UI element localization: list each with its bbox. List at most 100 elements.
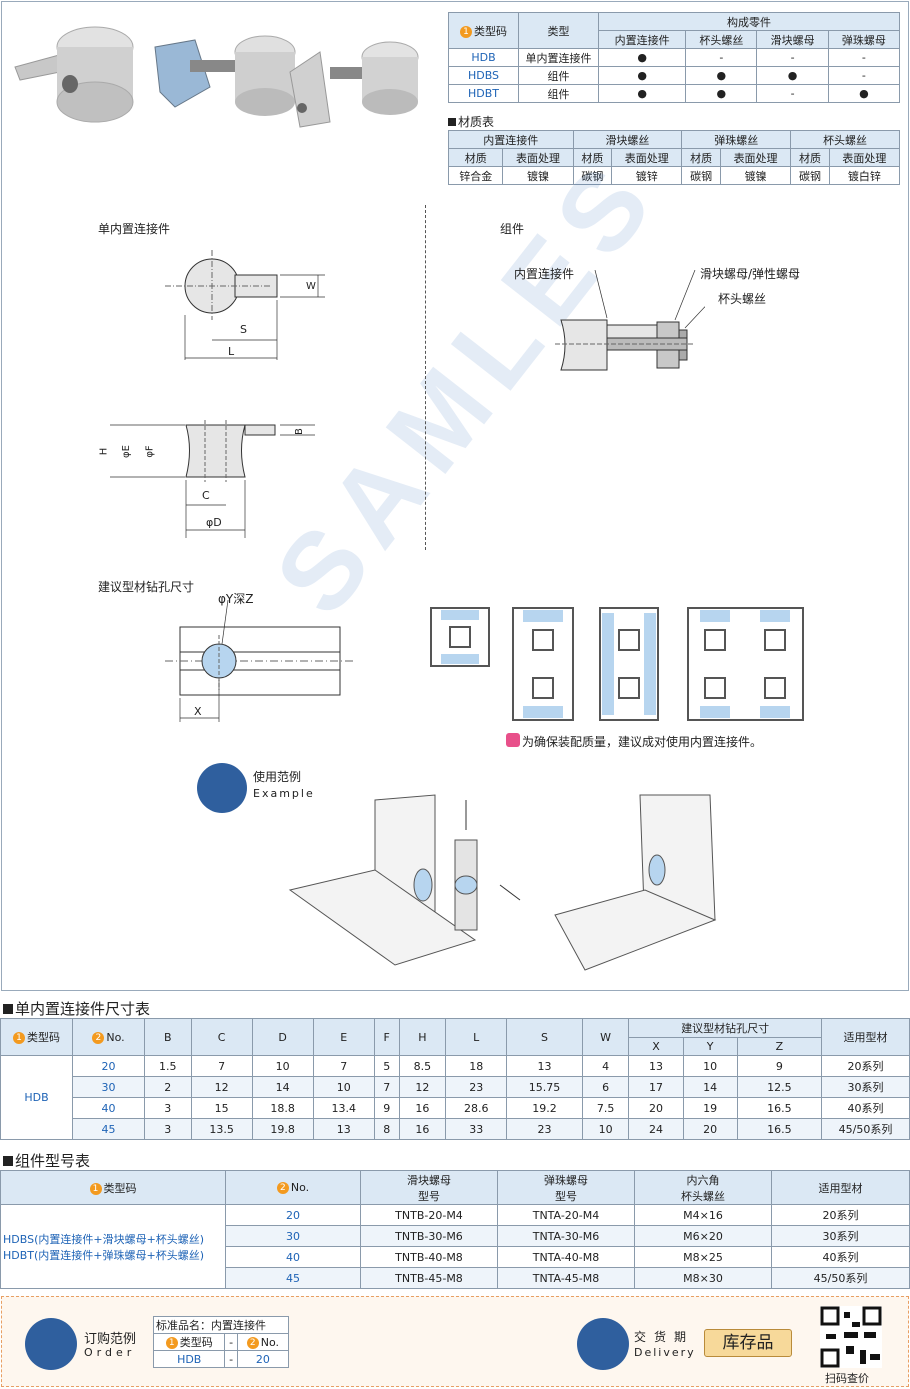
- type-header: 类型: [518, 12, 599, 49]
- top-view-drawing: [165, 250, 325, 360]
- drill-cell: 16.5: [736, 1097, 823, 1119]
- qr-code-icon: [820, 1306, 882, 1368]
- material-cell: 锌合金: [447, 166, 504, 185]
- ball-nut-cell: TNTA-20-M4: [497, 1204, 635, 1226]
- value-cell: 13.5: [190, 1118, 253, 1140]
- drill-col-header: X: [628, 1037, 684, 1056]
- value-cell: 3: [144, 1097, 192, 1119]
- no-cell: 20: [225, 1204, 361, 1226]
- profile-cell: 30系列: [821, 1076, 910, 1098]
- component-cell: ●: [756, 66, 829, 85]
- order-dash: -: [224, 1333, 238, 1351]
- value-cell: 1.5: [144, 1055, 192, 1077]
- order-no: 20: [236, 1350, 290, 1368]
- profile-40: [599, 607, 659, 721]
- table-row: HDBS(内置连接件+滑块螺母+杯头螺丝)HDBT(内置连接件+弹珠螺母+杯头螺…: [0, 1204, 910, 1289]
- nut-cell: TNTB-45-M8: [360, 1267, 498, 1289]
- material-sub-header: 表面处理: [611, 148, 683, 167]
- type-code-cell: HDBS(内置连接件+滑块螺母+杯头螺丝)HDBT(内置连接件+弹珠螺母+杯头螺…: [0, 1204, 226, 1289]
- drill-hole-label: φY深Z: [218, 592, 254, 606]
- delivery-icon: [577, 1318, 629, 1370]
- component-cell: -: [756, 84, 829, 103]
- profile-cell: 20系列: [771, 1204, 910, 1226]
- component-cell: ●: [597, 48, 687, 67]
- profile-header: 适用型材: [821, 1018, 910, 1056]
- col-header: E: [312, 1018, 375, 1056]
- order-label: 订购范例: [84, 1332, 137, 1347]
- drill-cell: 10: [682, 1055, 738, 1077]
- drill-header: 建议型材钻孔尺寸: [628, 1018, 822, 1038]
- material-sub-header: 材质: [447, 148, 504, 167]
- profile-cell: 40系列: [821, 1097, 910, 1119]
- type-code-cell: HDBS: [448, 66, 519, 85]
- screw-label: 杯头螺丝: [718, 292, 767, 306]
- table-row: 45 TNTB-45-M8 TNTA-45-M8 M8×30 45/50系列: [1, 1267, 910, 1289]
- value-cell: 16: [398, 1118, 447, 1140]
- drill-cell: 14: [682, 1076, 738, 1098]
- col-header: F: [373, 1018, 400, 1056]
- example-icon: [197, 763, 247, 813]
- value-cell: 9: [373, 1097, 400, 1119]
- ball-nut-cell: TNTA-30-M6: [497, 1225, 635, 1247]
- drill-drawing: [165, 600, 355, 722]
- value-cell: 10: [251, 1055, 314, 1077]
- no-cell: 20: [72, 1055, 145, 1077]
- material-group-header: 杯头螺丝: [790, 130, 900, 149]
- drill-cell: 17: [628, 1076, 684, 1098]
- material-cell: 镀镍: [502, 166, 574, 185]
- col-header: W: [581, 1018, 630, 1056]
- material-title: 材质表: [448, 113, 494, 130]
- value-cell: 2: [144, 1076, 192, 1098]
- delivery-label-en: Delivery: [634, 1346, 696, 1359]
- material-cell: 镀白锌: [828, 166, 901, 185]
- photo-ball-nut-assembly: [289, 41, 419, 128]
- profile-cell: 30系列: [771, 1225, 910, 1247]
- divider: [425, 205, 426, 550]
- ball-nut-cell: TNTA-40-M8: [497, 1246, 635, 1268]
- table-row: 30 TNTB-30-M6 TNTA-30-M6 M6×20 30系列: [1, 1225, 910, 1247]
- usage-note: 为确保装配质量，建议成对使用内置连接件。: [522, 735, 763, 749]
- value-cell: 3: [144, 1118, 192, 1140]
- component-cell: ●: [827, 84, 901, 103]
- nut-label: 滑块螺母/弹性螺母: [700, 267, 801, 281]
- drill-cell: 12.5: [736, 1076, 823, 1098]
- value-cell: 7.5: [581, 1097, 630, 1119]
- value-cell: 13: [312, 1118, 375, 1140]
- side-view-drawing: [110, 420, 315, 538]
- value-cell: 19.2: [506, 1097, 583, 1119]
- material-sub-header: 材质: [790, 148, 830, 167]
- value-cell: 10: [312, 1076, 375, 1098]
- dim-b: B: [293, 428, 305, 435]
- screw-cell: M8×25: [634, 1246, 772, 1268]
- component-cell: -: [756, 48, 829, 67]
- screw-header: 内六角杯头螺丝: [634, 1170, 772, 1205]
- drill-cell: 20: [682, 1118, 738, 1140]
- drill-label: 建议型材钻孔尺寸: [98, 580, 195, 594]
- component-cell: ●: [685, 84, 758, 103]
- example-label: 使用范例: [253, 770, 302, 784]
- component-header: 杯头螺丝: [685, 30, 758, 49]
- value-cell: 18: [445, 1055, 508, 1077]
- assembly-table-title: 组件型号表: [3, 1150, 90, 1171]
- component-cell: -: [827, 66, 901, 85]
- table-row: 45 3 13.5 19.8 13 8 16 33 23 10 24 20 16…: [1, 1118, 910, 1140]
- value-cell: 10: [581, 1118, 630, 1140]
- value-cell: 19.8: [251, 1118, 314, 1140]
- no-cell: 40: [225, 1246, 361, 1268]
- drill-cell: 13: [628, 1055, 684, 1077]
- order-dash: -: [224, 1350, 238, 1368]
- no-cell: 40: [72, 1097, 145, 1119]
- dim-w: W: [306, 281, 316, 292]
- col-header: L: [445, 1018, 508, 1056]
- value-cell: 23: [506, 1118, 583, 1140]
- component-header: 弹珠螺母: [827, 30, 901, 49]
- profile-20: [430, 607, 490, 667]
- value-cell: 23: [445, 1076, 508, 1098]
